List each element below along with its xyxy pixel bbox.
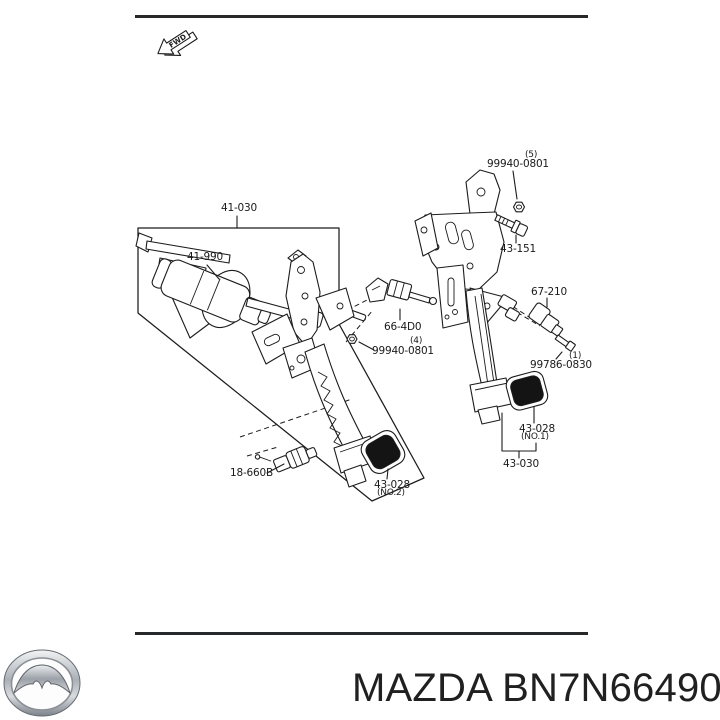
part-label-pad-no2: 43-028 bbox=[374, 479, 410, 491]
nut-upper-drawing bbox=[512, 201, 526, 213]
part-label-nut-upper: 99940-0801 bbox=[487, 158, 549, 170]
brake-pedal-assembly-drawing bbox=[414, 169, 576, 425]
mazda-logo bbox=[3, 649, 81, 717]
top-rule bbox=[135, 15, 588, 18]
sensor-drawing bbox=[254, 446, 318, 473]
part-note-pad-no2: (NO.2) bbox=[377, 488, 405, 498]
part-label-brake-pedal: 43-030 bbox=[503, 458, 539, 470]
clutch-switch-drawing bbox=[365, 277, 438, 306]
master-cylinder-drawing bbox=[151, 258, 271, 326]
part-qty-nut-upper: (5) bbox=[525, 150, 538, 160]
bolt-drawing bbox=[494, 214, 529, 237]
brake-pedal-pad-drawing bbox=[505, 370, 549, 411]
screw-drawing bbox=[554, 334, 576, 352]
part-label-clutch-switch: 66-4D0 bbox=[384, 321, 422, 333]
part-label-sensor: 18-660B bbox=[230, 467, 273, 479]
part-qty-screw: (1) bbox=[569, 351, 582, 361]
part-note-pad-no1: (NO.1) bbox=[521, 432, 549, 442]
part-label-nut-lower: 99940-0801 bbox=[372, 345, 434, 357]
leader-lines bbox=[206, 170, 563, 480]
footer-part-number: MAZDA BN7N66490 bbox=[352, 666, 720, 710]
part-label-pad-no1: 43-028 bbox=[519, 423, 555, 435]
part-qty-nut-lower: (4) bbox=[410, 336, 423, 346]
stop-lamp-switch-drawing bbox=[528, 302, 564, 337]
nut-lower-drawing bbox=[346, 334, 358, 344]
part-label-assembly: 41-030 bbox=[221, 202, 257, 214]
part-label-stop-lamp-switch: 67-210 bbox=[531, 286, 567, 298]
bottom-rule bbox=[135, 632, 588, 635]
fwd-arrow-icon: FWD bbox=[157, 30, 198, 57]
part-label-bolt: 43-151 bbox=[500, 243, 536, 255]
assembly-boundary-box bbox=[137, 227, 425, 502]
clutch-pedal-assembly-drawing bbox=[135, 232, 438, 488]
part-label-master-cylinder: 41-990 bbox=[187, 251, 223, 263]
clutch-pedal-pad-drawing bbox=[360, 430, 406, 474]
part-label-screw: 99786-0830 bbox=[530, 359, 592, 371]
